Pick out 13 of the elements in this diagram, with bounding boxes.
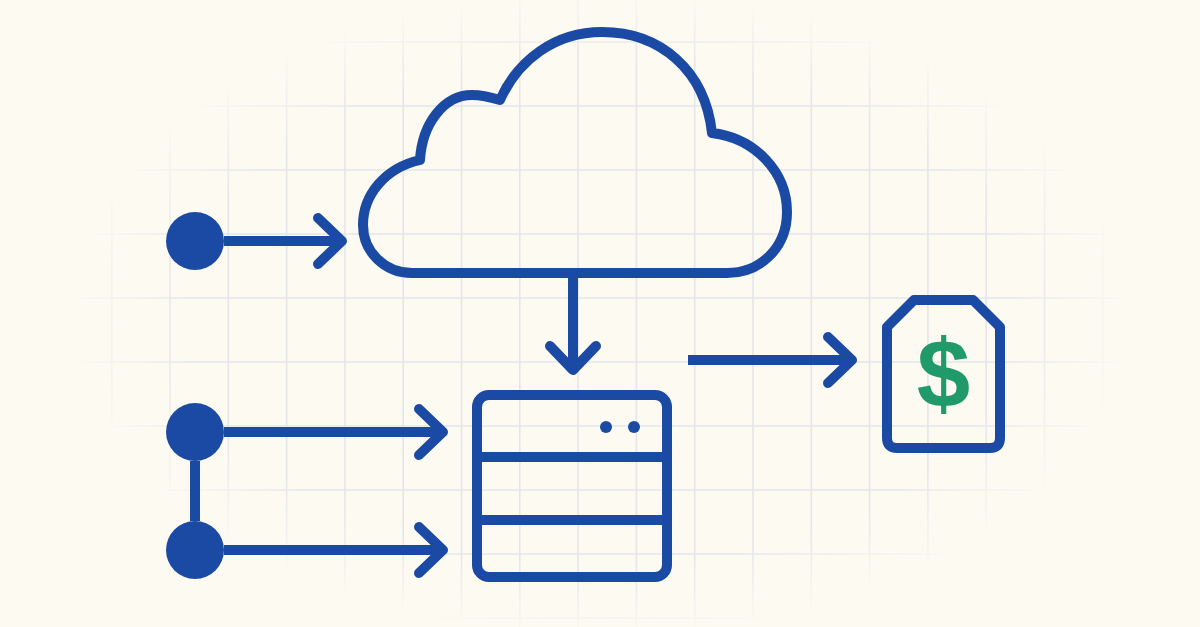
price-tag [882,295,1005,453]
arrow [224,404,448,460]
server-rack [472,390,672,582]
arrow [224,522,448,578]
endpoint-dot [166,212,224,270]
arrow [688,332,857,388]
arrow [224,213,347,269]
connector-line [190,461,200,521]
arrow [545,278,601,375]
endpoint-dot [166,521,224,579]
cloud-shape [358,27,792,278]
endpoint-dot [166,403,224,461]
dollar-sign: $ [916,326,971,422]
